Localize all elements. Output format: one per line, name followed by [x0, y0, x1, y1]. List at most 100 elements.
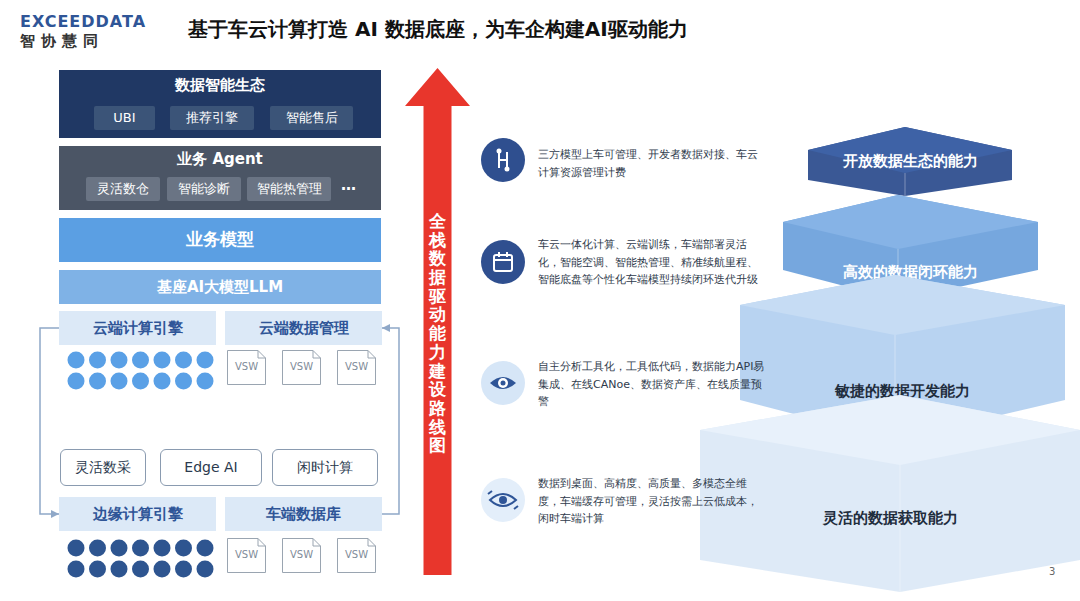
document-icon: VSW: [227, 538, 266, 573]
description: 数据到桌面、高精度、高质量、多模态全维度，车端缓存可管理，灵活按需上云低成本，闲…: [538, 475, 766, 528]
icon-glyph: [497, 149, 502, 154]
compute-dot: [132, 373, 149, 390]
node-label: VSW: [290, 549, 313, 562]
compute-dot: [68, 373, 85, 390]
roadmap-arrow: 全栈数据驱动能力建设路线图: [405, 68, 470, 575]
compute-dot: [111, 373, 128, 390]
icon-glyph: [505, 167, 510, 172]
logo-chinese: 智协慧同: [20, 32, 104, 50]
description: 车云一体化计算、云端训练，车端部署灵活化，智能空调、智能热管理、精准续航里程、智…: [538, 236, 766, 289]
page-number: 3: [1049, 566, 1055, 578]
compute-dot: [132, 352, 149, 369]
node-label: 云端计算引擎: [93, 319, 183, 338]
ecosystem-band: 数据智能生态 UBI 推荐引擎 智能售后: [59, 70, 381, 138]
document-fold: [313, 539, 321, 547]
app-chip: 推荐引擎: [170, 106, 254, 130]
document-outline: [338, 539, 376, 573]
node-label: VSW: [235, 549, 258, 562]
tier-top-face: [808, 127, 1012, 173]
document-outline: [283, 539, 321, 573]
feature-icon: [481, 240, 525, 284]
document-fold: [368, 539, 376, 547]
icon-disc: [481, 240, 525, 284]
compute-dot: [132, 540, 149, 557]
compute-dot: [89, 561, 106, 578]
capability-box: 灵活数采: [60, 449, 146, 486]
capability-box: 闲时计算: [272, 449, 378, 486]
pyramid-tier: 灵活的数据获取能力: [700, 395, 1080, 592]
logo-wordmark: EXCEEDDATA: [20, 12, 146, 31]
page-title: 基于车云计算打造 AI 数据底座，为车企构建AI驱动能力: [188, 16, 688, 43]
compute-dot: [111, 352, 128, 369]
compute-dot: [68, 540, 85, 557]
tier-outline: [700, 395, 1080, 592]
description: 自主分析工具化，工具低代码，数据能力API易集成、在线CANoe、数据资产库、在…: [538, 358, 766, 411]
node-label: VSW: [345, 361, 368, 374]
node-label: 业务模型: [186, 229, 254, 250]
compute-dot: [175, 352, 192, 369]
node-label: 数据智能生态: [175, 76, 265, 95]
app-chip: 智能售后: [270, 106, 353, 130]
node-label: UBI: [113, 110, 135, 126]
icon-disc: [481, 478, 525, 522]
engine-header: 车端数据库: [225, 497, 382, 531]
agent-band: 业务 Agent 灵活数仓 智能诊断 智能热管理: [59, 146, 381, 210]
arrow-shape: [405, 68, 470, 575]
document-fold: [258, 351, 266, 359]
compute-dot: [154, 540, 171, 557]
node-label: 智能售后: [286, 110, 338, 126]
tier-top-face: [740, 275, 1065, 335]
document-icon: VSW: [227, 350, 266, 385]
compute-dot: [175, 540, 192, 557]
node-label: 灵活的数据获取能力: [823, 509, 958, 528]
compute-dot: [154, 561, 171, 578]
icon-glyph: [498, 378, 508, 388]
node-label: 业务 Agent: [177, 150, 263, 169]
document-icon: VSW: [282, 538, 321, 573]
pyramid-tier: 开放数据生态的能力: [808, 127, 1012, 196]
node-label: 开放数据生态的能力: [843, 152, 978, 171]
node-label: Edge AI: [184, 459, 237, 477]
compute-dot: [197, 540, 214, 557]
icon-glyph: [490, 377, 516, 389]
node-label: 灵活数仓: [97, 181, 149, 197]
model-band: 业务模型: [59, 218, 381, 262]
compute-dot: [89, 540, 106, 557]
feature-icon: [481, 138, 525, 182]
capability-box: Edge AI: [160, 449, 262, 486]
document-outline: [338, 351, 376, 385]
compute-dot: [175, 561, 192, 578]
document-fold: [313, 351, 321, 359]
tier-edge: [905, 173, 906, 196]
icon-glyph: [501, 381, 506, 386]
icon-disc: [481, 361, 525, 405]
node-label: 智能诊断: [178, 181, 230, 197]
feature-icon: [481, 361, 525, 405]
engine-header: 云端数据管理: [225, 311, 382, 345]
agent-chip: 灵活数仓: [86, 177, 160, 201]
vertical-title: 全栈数据驱动能力建设路线图: [429, 212, 446, 455]
description: 三方模型上车可管理、开发者数据对接、车云计算资源管理计费: [538, 146, 766, 181]
document-outline: [228, 539, 266, 573]
icon-glyph: [494, 255, 512, 271]
agent-chip: 智能热管理: [247, 177, 331, 201]
icon-glyph: [488, 491, 518, 509]
node-label: 边缘计算引擎: [93, 505, 183, 524]
node-label: 车端数据库: [266, 505, 341, 524]
document-fold: [368, 351, 376, 359]
node-label: VSW: [235, 361, 258, 374]
node-label: 基座AI大模型LLM: [157, 278, 283, 297]
node-label: VSW: [290, 361, 313, 374]
tier-body: [808, 127, 1012, 196]
icon-glyph: [499, 152, 507, 168]
tier-top-face: [700, 395, 1080, 465]
node-label: 灵活数采: [75, 459, 131, 477]
tier-edge: [900, 465, 901, 592]
compute-dot: [132, 561, 149, 578]
compute-dot: [68, 561, 85, 578]
compute-dot: [68, 352, 85, 369]
llm-band: 基座AI大模型LLM: [59, 270, 381, 304]
compute-dot: [89, 352, 106, 369]
icon-disc: [481, 138, 525, 182]
compute-dot: [89, 373, 106, 390]
